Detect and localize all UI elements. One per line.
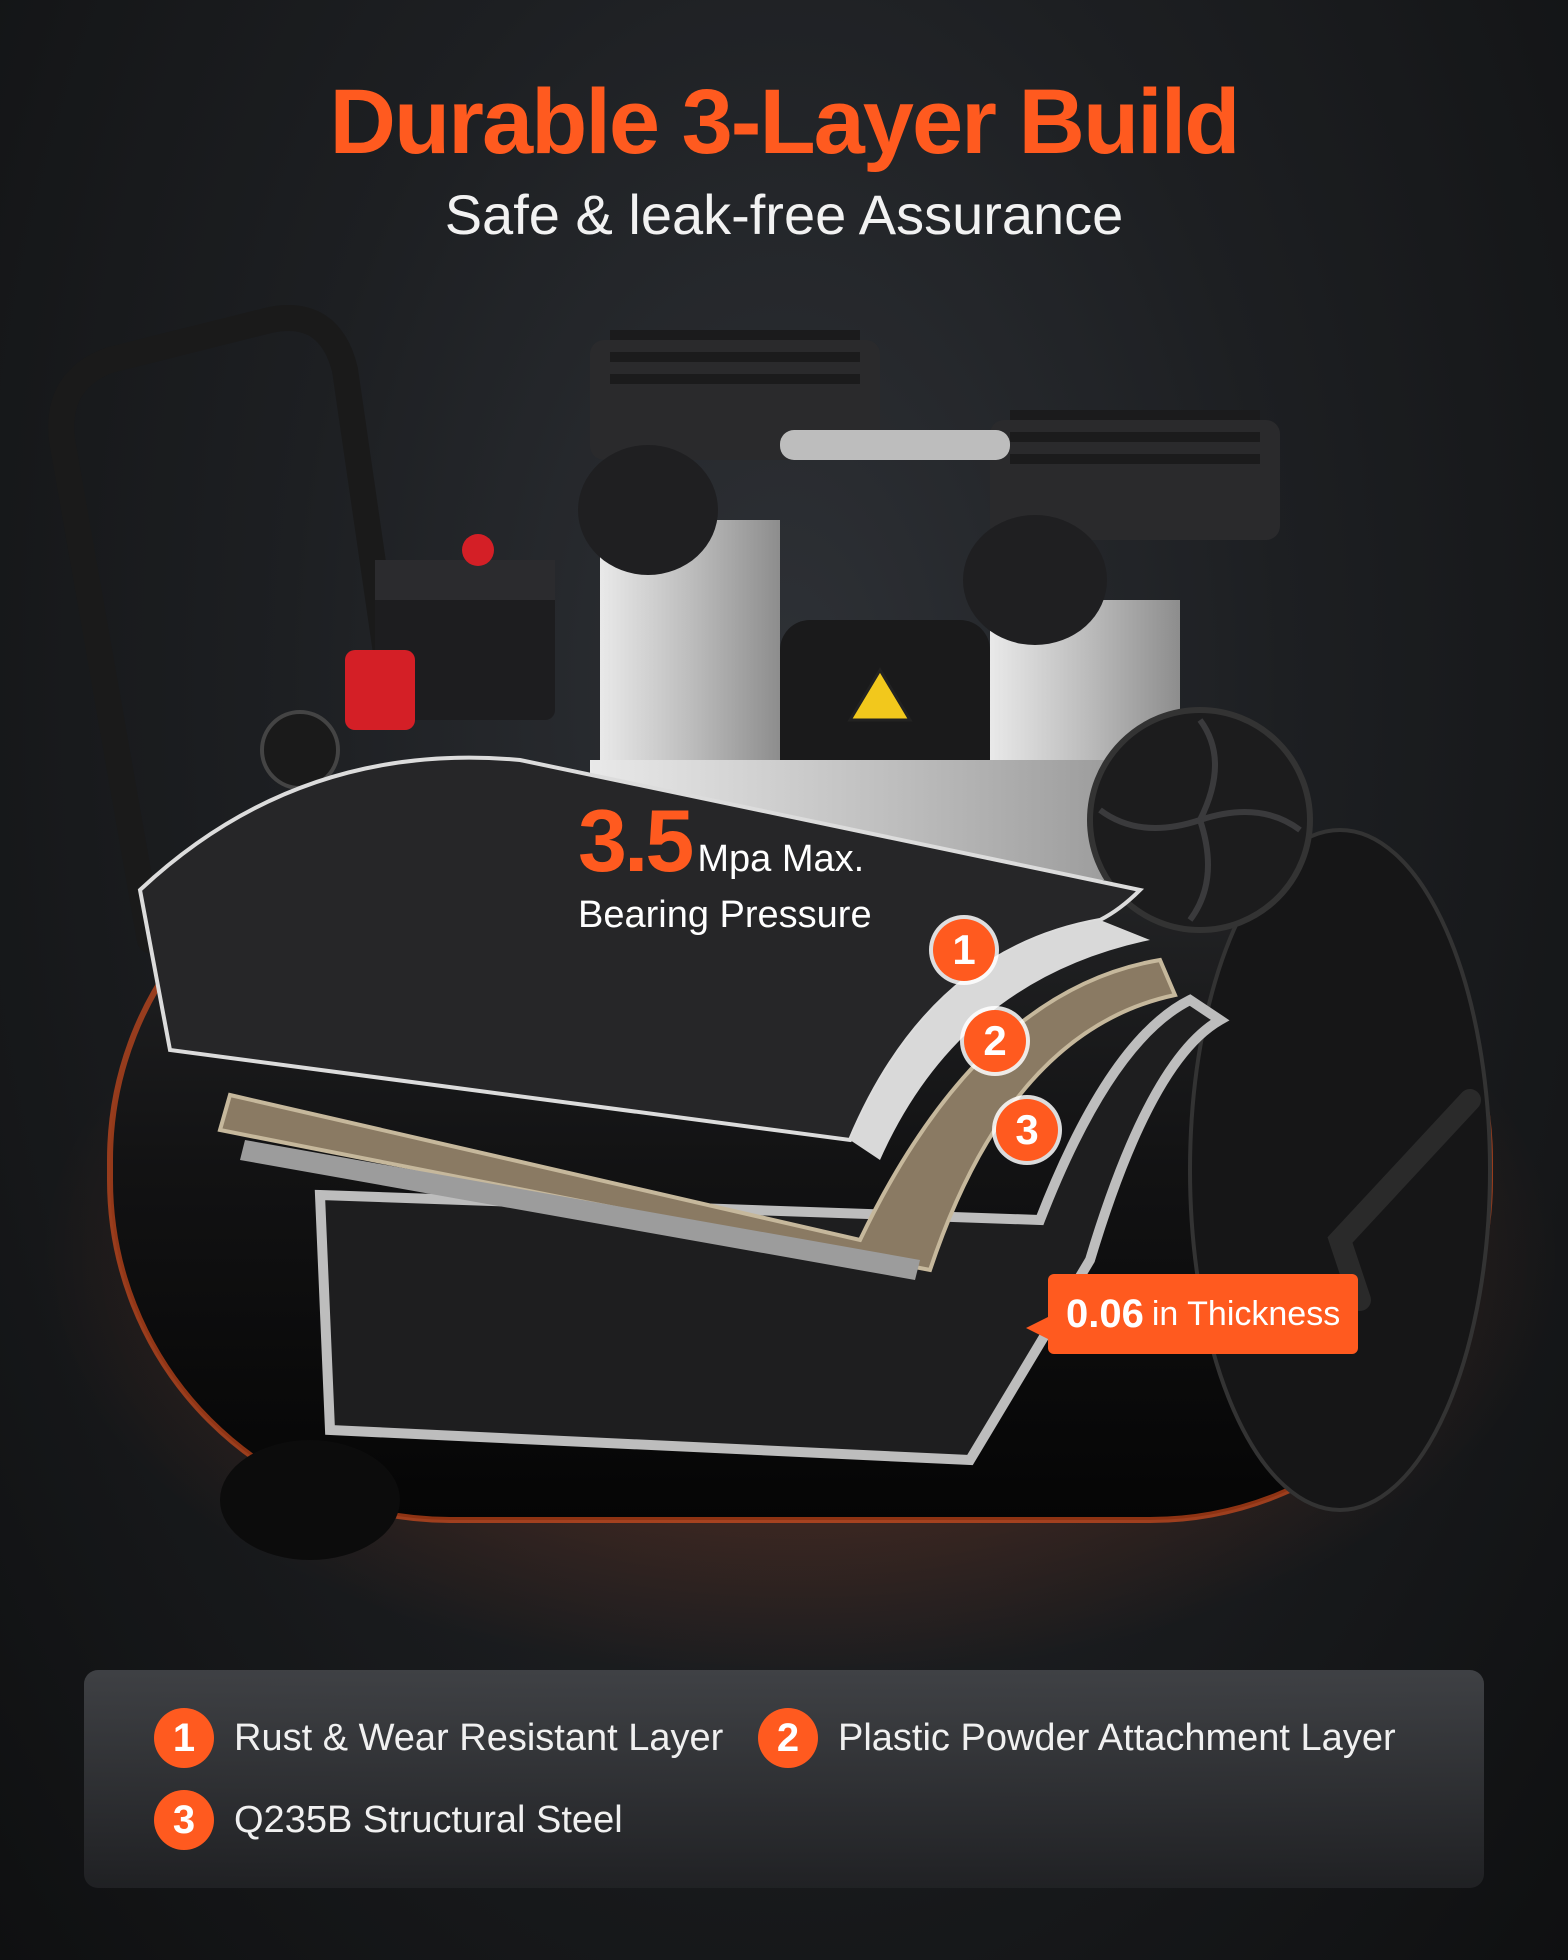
legend-text-2: Plastic Powder Attachment Layer xyxy=(838,1716,1396,1759)
legend-item-1: 1 Rust & Wear Resistant Layer xyxy=(154,1708,723,1768)
headline: Durable 3-Layer Build xyxy=(329,71,1241,173)
pressure-value: 3.5 xyxy=(578,791,694,890)
legend-text-1: Rust & Wear Resistant Layer xyxy=(234,1716,724,1759)
thickness-label: in Thickness xyxy=(1151,1294,1341,1333)
legend-text-3: Q235B Structural Steel xyxy=(234,1798,623,1841)
layer-legend: 1 Rust & Wear Resistant Layer 2 Plastic … xyxy=(84,1670,1484,1888)
legend-item-3: 3 Q235B Structural Steel xyxy=(154,1790,623,1850)
layer-marker-2: 2 xyxy=(964,1010,1026,1072)
thickness-value: 0.06 xyxy=(1066,1291,1144,1336)
air-compressor-illustration xyxy=(40,305,1560,1680)
compressor-pump xyxy=(578,330,1313,933)
thickness-badge: 0.06 in Thickness xyxy=(1025,1274,1359,1354)
legend-number-2: 2 xyxy=(758,1708,818,1768)
legend-item-2: 2 Plastic Powder Attachment Layer xyxy=(758,1708,1396,1768)
layer-marker-1: 1 xyxy=(933,919,995,981)
legend-number-1: 1 xyxy=(154,1708,214,1768)
legend-number-3: 3 xyxy=(154,1790,214,1850)
subheadline: Safe & leak-free Assurance xyxy=(444,183,1124,246)
layer-marker-3: 3 xyxy=(996,1099,1058,1161)
tank-handle xyxy=(48,305,403,953)
layer-powder xyxy=(217,957,1178,1273)
pressure-label: Bearing Pressure xyxy=(578,894,872,936)
pressure-unit: Mpa Max. xyxy=(697,838,865,880)
cutaway-layers xyxy=(137,755,1230,1466)
